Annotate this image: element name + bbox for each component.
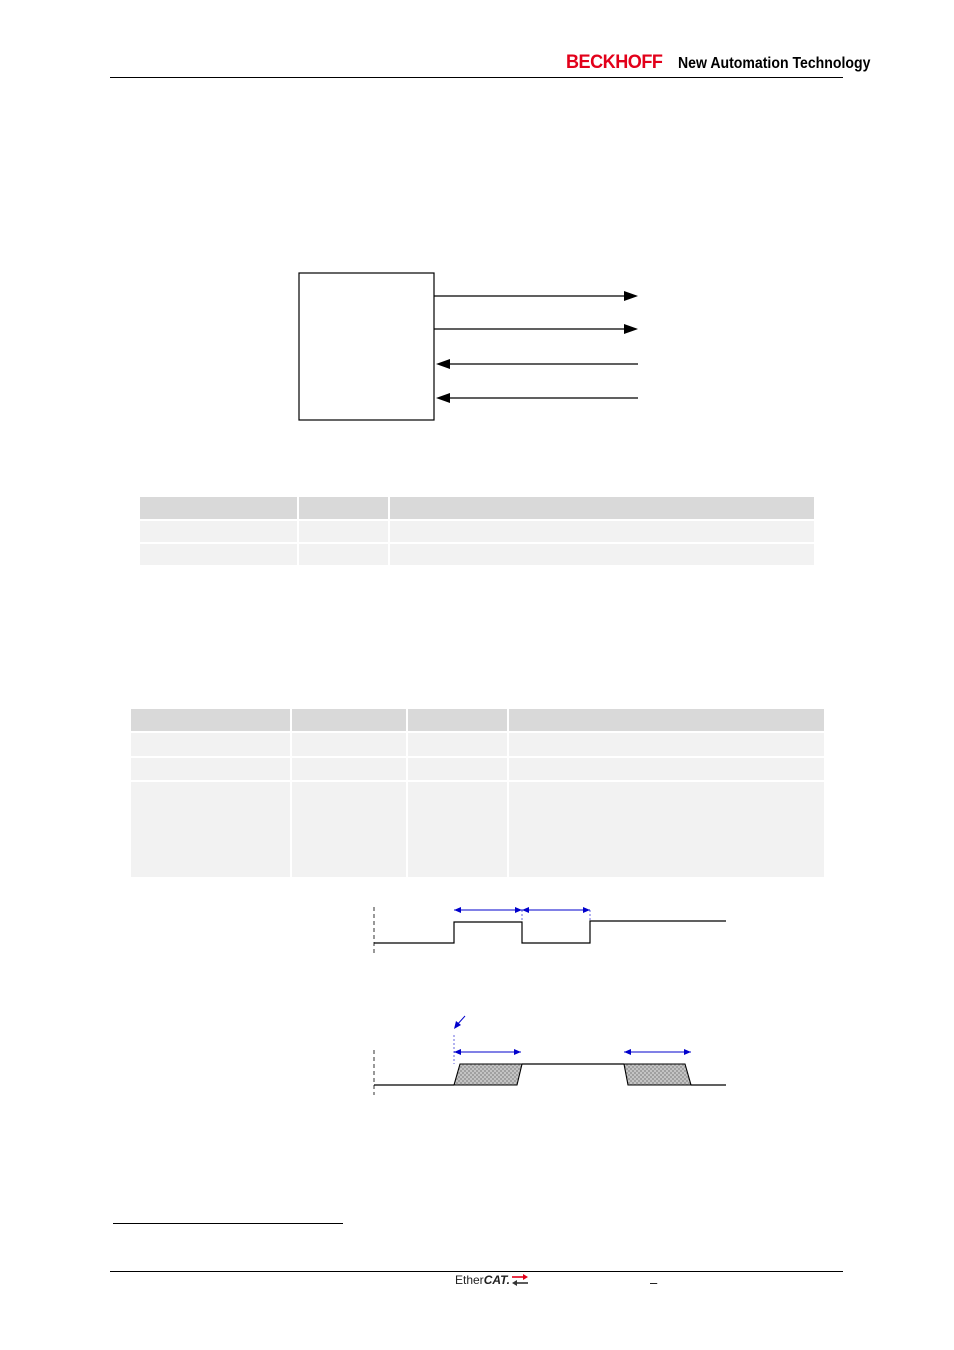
transition-window-1: [453, 1063, 523, 1086]
header-divider: [110, 77, 843, 78]
ethercat-logo: Ether CAT.: [455, 1273, 529, 1287]
table-cell: [291, 781, 408, 879]
table-cell: [508, 709, 826, 733]
window-1-dimension: [454, 1049, 521, 1055]
table-cell: [508, 781, 826, 879]
input-signal-1: [436, 359, 638, 369]
footer-divider: [110, 1271, 843, 1272]
table-cell: [131, 757, 292, 782]
table-cell: [131, 732, 292, 758]
block-diagram: [298, 272, 638, 421]
transition-window-2: [623, 1063, 692, 1086]
signal-table-2: [131, 709, 826, 879]
table-cell: [407, 732, 509, 758]
table-cell: [389, 520, 816, 544]
table-header-row: [140, 497, 816, 521]
table-row: [140, 520, 816, 544]
table-cell: [298, 543, 390, 567]
table-cell: [140, 497, 299, 521]
table-cell: [131, 709, 292, 733]
table-header-row: [131, 709, 826, 733]
clock-waveform: [374, 920, 726, 944]
table-cell: [140, 520, 299, 544]
beckhoff-logo: BECKHOFF New Automation Technology: [566, 52, 896, 74]
table-row: [140, 543, 816, 567]
table-row: [131, 781, 826, 879]
footnote-divider: [113, 1223, 343, 1224]
table-cell: [508, 732, 826, 758]
ethercat-arrows-icon: [511, 1274, 528, 1286]
table-cell: [389, 543, 816, 567]
ethercat-logo-cat: CAT.: [483, 1273, 510, 1287]
device-block: [298, 272, 435, 421]
table-row: [131, 732, 826, 758]
table-cell: [291, 732, 408, 758]
signal-table-1: [140, 497, 816, 567]
table-cell: [291, 709, 408, 733]
timing-diagram: [373, 907, 726, 1095]
table-cell: [298, 497, 390, 521]
table-cell: [140, 543, 299, 567]
input-signal-2: [436, 393, 638, 403]
table-cell: [407, 757, 509, 782]
window-2-dimension: [624, 1049, 691, 1055]
table-row: [131, 757, 826, 782]
table-cell: [407, 781, 509, 879]
ethercat-logo-ether: Ether: [455, 1273, 484, 1287]
brand-tagline: New Automation Technology: [677, 55, 870, 72]
page-indicator: –: [650, 1275, 658, 1290]
output-signal-2: [434, 324, 638, 334]
brand-name: BECKHOFF: [566, 52, 663, 73]
table-cell: [131, 781, 292, 879]
output-signal-1: [434, 291, 638, 301]
table-cell: [389, 497, 816, 521]
table-cell: [298, 520, 390, 544]
table-cell: [508, 757, 826, 782]
pointer-arrow: [454, 1015, 466, 1029]
high-period-dimension: [454, 907, 522, 913]
low-period-dimension: [522, 907, 590, 913]
table-cell: [291, 757, 408, 782]
table-cell: [407, 709, 509, 733]
